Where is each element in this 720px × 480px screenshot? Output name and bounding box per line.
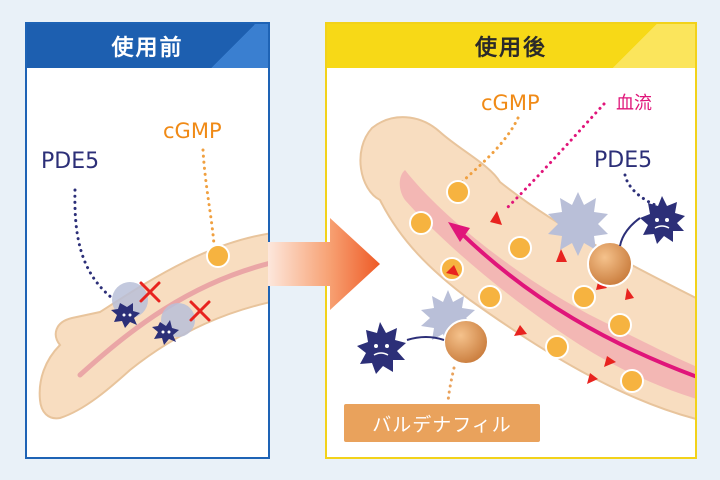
- pde5-leader-before: [73, 188, 114, 300]
- cgmp-label-after: cGMP: [481, 91, 540, 115]
- drug-leader: [446, 366, 456, 406]
- cgmp-leader-before: [201, 148, 216, 247]
- blood-flow-leader: [503, 102, 606, 212]
- blood-flow-label: 血流: [616, 93, 652, 114]
- pde5-enzyme-before-2: [152, 303, 195, 345]
- blood-vessel-after: [399, 170, 695, 399]
- pde5-enzyme-after-1: [640, 196, 685, 244]
- pde5-enzyme-after-2: [357, 322, 406, 374]
- drug-molecule-1: [548, 192, 633, 287]
- after-vessel: [359, 116, 695, 420]
- pde5-label-before: PDE5: [41, 149, 100, 174]
- pde5-enzyme-before-1: [111, 282, 148, 328]
- cgmp-label-before: cGMP: [163, 119, 222, 143]
- transition-arrow: [268, 218, 380, 310]
- after-panel-title: 使用後: [327, 24, 695, 68]
- drug-molecule-2: [421, 290, 489, 365]
- cgmp-molecule-before: [206, 244, 230, 268]
- blood-flow-arrowhead: [448, 222, 470, 242]
- blood-flow-line: [458, 230, 695, 379]
- pde5-label-after: PDE5: [594, 148, 653, 173]
- blocked-cross-icon: [139, 281, 211, 322]
- blood-vessel-line-before: [77, 261, 268, 378]
- cgmp-molecules-after: [409, 180, 644, 393]
- drug-label: バルデナフィル: [372, 413, 512, 436]
- drug-label-box: バルデナフィル: [344, 404, 540, 442]
- before-vessel: [38, 232, 268, 420]
- vessel-body-before: [38, 232, 268, 420]
- pde5-leader-after: [623, 173, 657, 207]
- binding-line-2: [406, 336, 445, 341]
- before-panel-title: 使用前: [27, 24, 268, 68]
- binding-line-1: [619, 217, 641, 247]
- expansion-arrows: [446, 211, 634, 384]
